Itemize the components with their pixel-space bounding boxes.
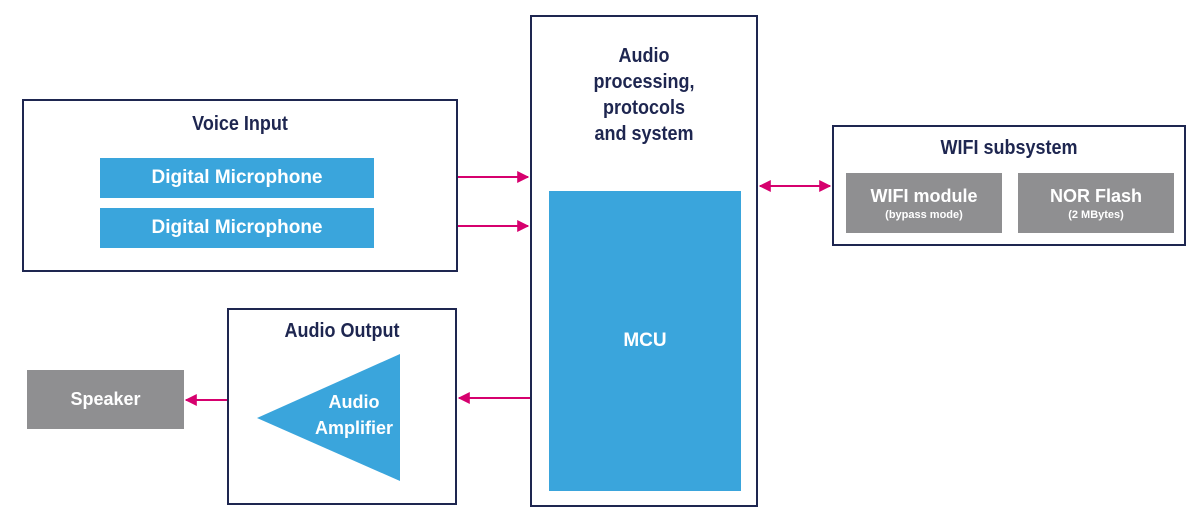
nor-flash-block: NOR Flash (2 MBytes) — [1018, 173, 1174, 233]
processing-title-line-2: processing, — [593, 71, 695, 93]
audio-output-title: Audio Output — [284, 320, 400, 342]
nor-flash-sub: (2 MBytes) — [1068, 208, 1124, 221]
digital-microphone-2: Digital Microphone — [100, 208, 374, 248]
digital-microphone-1: Digital Microphone — [100, 158, 374, 198]
nor-flash-label: NOR Flash — [1049, 185, 1142, 206]
processing-title-line-4: and system — [594, 123, 694, 145]
speaker-block: Speaker — [27, 370, 184, 429]
voice-input-title: Voice Input — [192, 113, 288, 135]
wifi-module-label: WIFI module — [870, 185, 978, 206]
voice-input-block: Voice Input Digital Microphone Digital M… — [22, 99, 458, 272]
wifi-subsystem-block: WIFI subsystem WIFI module (bypass mode)… — [832, 125, 1186, 246]
audio-amplifier-triangle — [257, 354, 400, 481]
amplifier-label-line-2: Amplifier — [315, 418, 393, 438]
mcu-block: MCU — [549, 191, 741, 491]
speaker-label: Speaker — [70, 389, 141, 409]
wifi-module-block: WIFI module (bypass mode) — [846, 173, 1002, 233]
audio-processing-block: Audio processing, protocols and system M… — [530, 15, 758, 507]
wifi-module-sub: (bypass mode) — [885, 208, 963, 221]
amplifier-label-line-1: Audio — [329, 392, 380, 412]
wifi-subsystem-title: WIFI subsystem — [940, 137, 1078, 159]
processing-title-line-3: protocols — [602, 97, 686, 119]
processing-title-line-1: Audio — [618, 45, 670, 67]
